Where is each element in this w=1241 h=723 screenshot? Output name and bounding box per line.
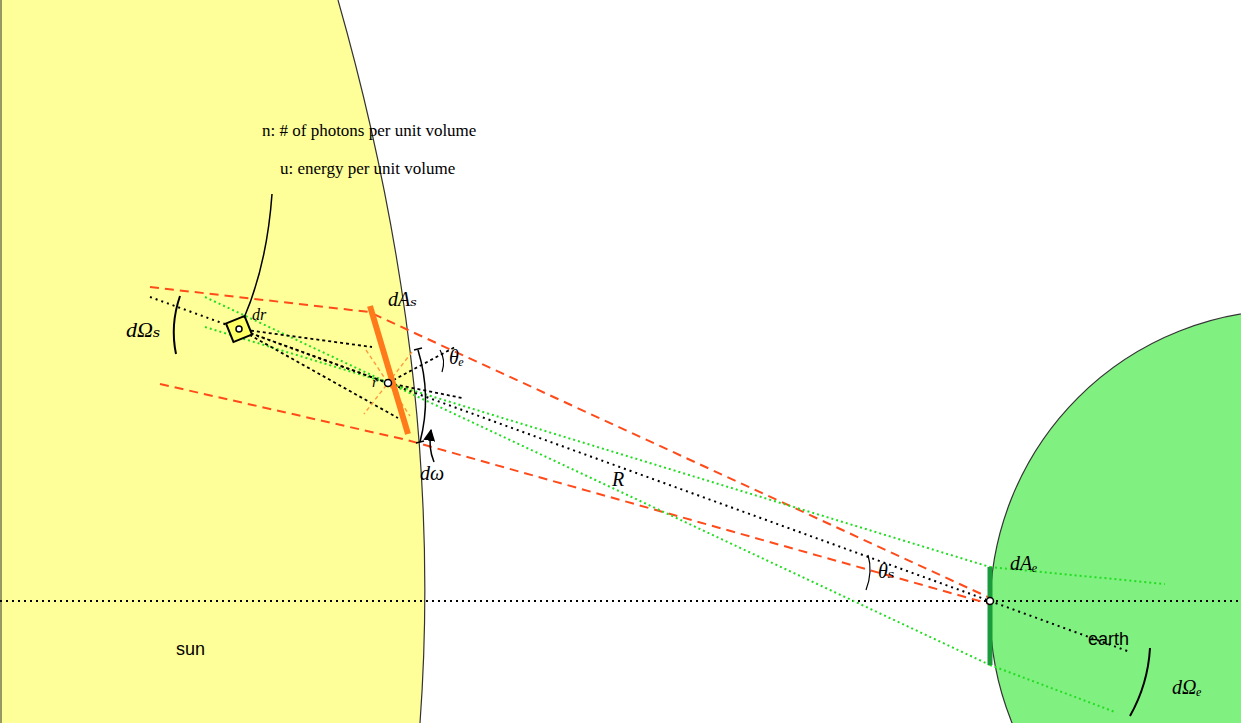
region-label: sun xyxy=(176,640,205,660)
ray-dashed xyxy=(239,329,388,383)
solid-angle-bracket xyxy=(174,296,180,354)
angle-arc xyxy=(440,350,444,372)
ray-dashed xyxy=(239,329,398,418)
center-ray xyxy=(990,601,1130,652)
surface-element-sun xyxy=(370,306,408,434)
point-marker xyxy=(385,380,392,387)
symbol-label: dAₛ xyxy=(388,288,417,310)
symbol-label: r xyxy=(372,374,378,391)
sun-limb xyxy=(338,0,425,723)
angle-arc xyxy=(866,555,870,590)
cone-edge xyxy=(990,665,1115,712)
symbol-label: θₛ xyxy=(878,560,895,582)
sun-disc xyxy=(0,0,425,723)
surface-element-earth xyxy=(988,567,993,665)
volume-element xyxy=(226,316,252,342)
earth-disc xyxy=(990,310,1241,723)
sun-left-edge xyxy=(1,0,2,723)
beam-edge xyxy=(160,384,990,604)
point-marker xyxy=(987,598,994,605)
note-text: n: # of photons per unit volume xyxy=(262,122,476,141)
symbol-label: dAₑ xyxy=(1010,552,1037,574)
cone-edge xyxy=(205,327,990,567)
axis-line xyxy=(0,600,1241,602)
center-ray xyxy=(150,297,990,601)
symbol-label: dΩₑ xyxy=(1172,676,1202,698)
beam-edge xyxy=(150,287,990,598)
symbol-label: dr xyxy=(252,306,266,324)
angle-arc-tick xyxy=(416,441,424,443)
note-text: u: energy per unit volume xyxy=(280,160,455,179)
leader-line xyxy=(244,194,272,318)
symbol-label: dω xyxy=(420,462,444,484)
region-label: earth xyxy=(1088,630,1129,650)
symbol-label: dΩₛ xyxy=(126,318,160,342)
angle-arc xyxy=(418,350,426,442)
angle-arc-tick xyxy=(414,348,422,350)
symbol-label: R xyxy=(612,468,624,490)
cone-edge xyxy=(205,297,990,665)
solid-angle-bracket xyxy=(1130,648,1150,716)
ray-dashed xyxy=(239,329,372,347)
pointer-arrow xyxy=(430,430,434,462)
point-marker xyxy=(236,326,242,332)
symbol-label: θₑ xyxy=(449,346,464,368)
